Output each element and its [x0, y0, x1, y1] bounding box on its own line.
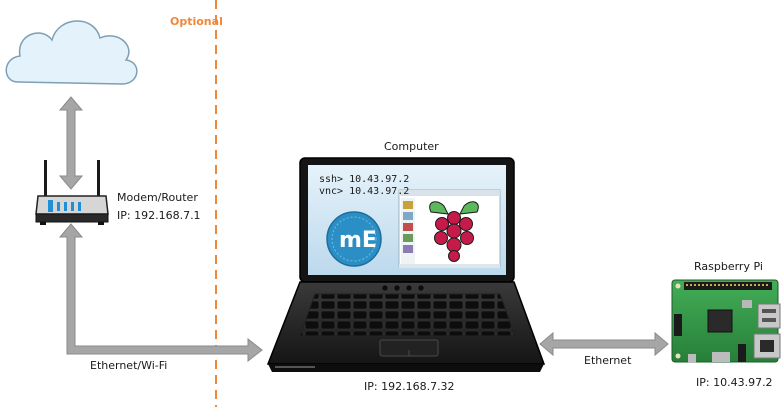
- raspberry-pi-name: Raspberry Pi: [694, 260, 763, 273]
- app-logo-text: mE: [339, 228, 377, 253]
- computer-name: Computer: [384, 140, 439, 153]
- router-computer-arrow: [58, 223, 263, 363]
- screen-line-vnc: vnc> 10.43.97.2: [319, 186, 409, 197]
- cloud-icon: [5, 20, 138, 85]
- router-ip: IP: 192.168.7.1: [117, 209, 201, 222]
- computer-pi-arrow: [539, 331, 669, 357]
- raspberry-pi-board-icon: [671, 279, 781, 363]
- app-logo-icon: mE: [326, 211, 382, 267]
- raspberry-pi-logo-icon: [429, 201, 479, 262]
- raspberry-pi-ip: IP: 10.43.97.2: [696, 376, 773, 389]
- computer-ip: IP: 192.168.7.32: [364, 380, 455, 393]
- router-icon: [35, 160, 109, 225]
- router-name: Modem/Router: [117, 191, 198, 204]
- cloud-router-arrow: [58, 96, 84, 190]
- screen-line-ssh: ssh> 10.43.97.2: [319, 174, 409, 185]
- router-computer-link-label: Ethernet/Wi-Fi: [90, 359, 167, 372]
- optional-label: Optional: [170, 15, 223, 28]
- computer-pi-link-label: Ethernet: [584, 354, 632, 367]
- laptop-icon: ssh> 10.43.97.2 vnc> 10.43.97.2 mE: [266, 157, 546, 372]
